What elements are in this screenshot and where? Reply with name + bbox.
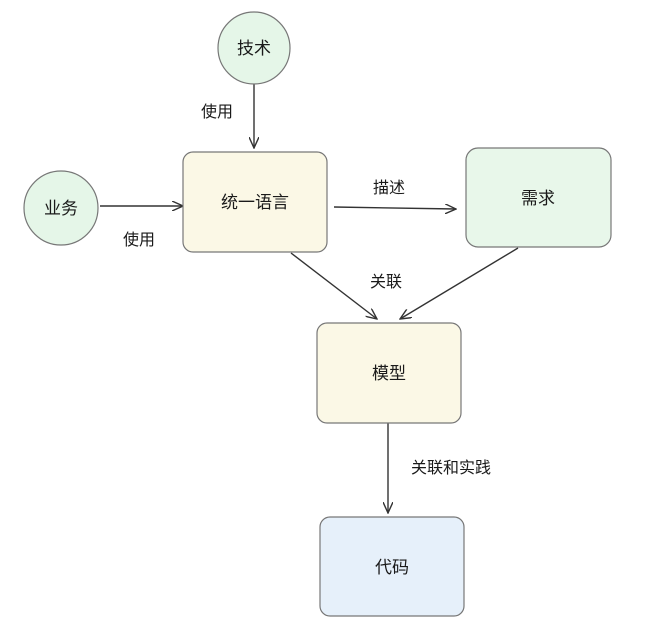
edge-requirements-to-model	[400, 247, 519, 319]
edge-label-business-use: 使用	[123, 230, 155, 249]
node-code-label: 代码	[375, 558, 409, 578]
node-ubiquitous-language[interactable]: 统一语言	[182, 151, 328, 253]
edge-label-tech-use: 使用	[201, 102, 233, 121]
node-tech[interactable]: 技术	[217, 11, 291, 85]
node-model[interactable]: 模型	[316, 322, 462, 424]
node-code[interactable]: 代码	[319, 516, 465, 617]
node-business[interactable]: 业务	[23, 170, 99, 246]
edge-label-associate-practice: 关联和实践	[411, 458, 491, 477]
node-ubiquitous-language-label: 统一语言	[221, 193, 289, 213]
edge-language-to-requirements	[333, 207, 456, 209]
node-tech-label: 技术	[237, 39, 271, 59]
edge-labels: 使用 使用 描述 关联 关联和实践	[123, 102, 491, 477]
edge-language-to-model	[290, 252, 377, 319]
node-business-label: 业务	[44, 199, 78, 219]
edges	[100, 84, 519, 513]
edge-label-associate: 关联	[370, 272, 402, 291]
edge-label-describe: 描述	[373, 178, 405, 197]
node-model-label: 模型	[372, 364, 406, 384]
node-requirements-label: 需求	[521, 189, 555, 209]
node-requirements[interactable]: 需求	[465, 147, 612, 248]
